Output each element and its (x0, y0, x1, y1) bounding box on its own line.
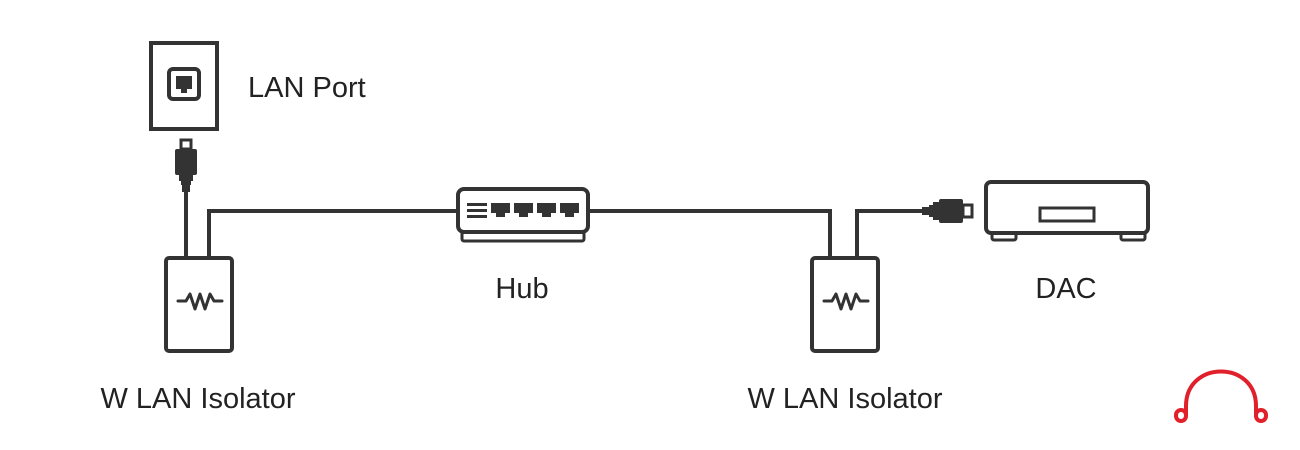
hub-label: Hub (495, 273, 548, 305)
isolator-left-label: W LAN Isolator (101, 383, 296, 415)
lan-isolator-icon (810, 256, 880, 353)
cables (184, 192, 922, 258)
cable-hub-to-isolator-right (588, 209, 832, 258)
rj45-plug-icon (922, 199, 974, 223)
cable-isolator-right-to-dac (855, 209, 922, 258)
lan-isolator-icon (164, 256, 234, 353)
dac-device-icon (984, 180, 1150, 242)
isolator-right-label: W LAN Isolator (748, 383, 943, 415)
rj45-plug-icon (175, 138, 197, 192)
cable-isolator-left-to-hub (207, 209, 458, 258)
ethernet-wall-port-icon (149, 41, 219, 131)
headphones-logo (1174, 369, 1268, 423)
dac-label: DAC (1035, 273, 1096, 305)
lan-port-label: LAN Port (248, 72, 366, 104)
network-hub-icon (456, 187, 590, 243)
